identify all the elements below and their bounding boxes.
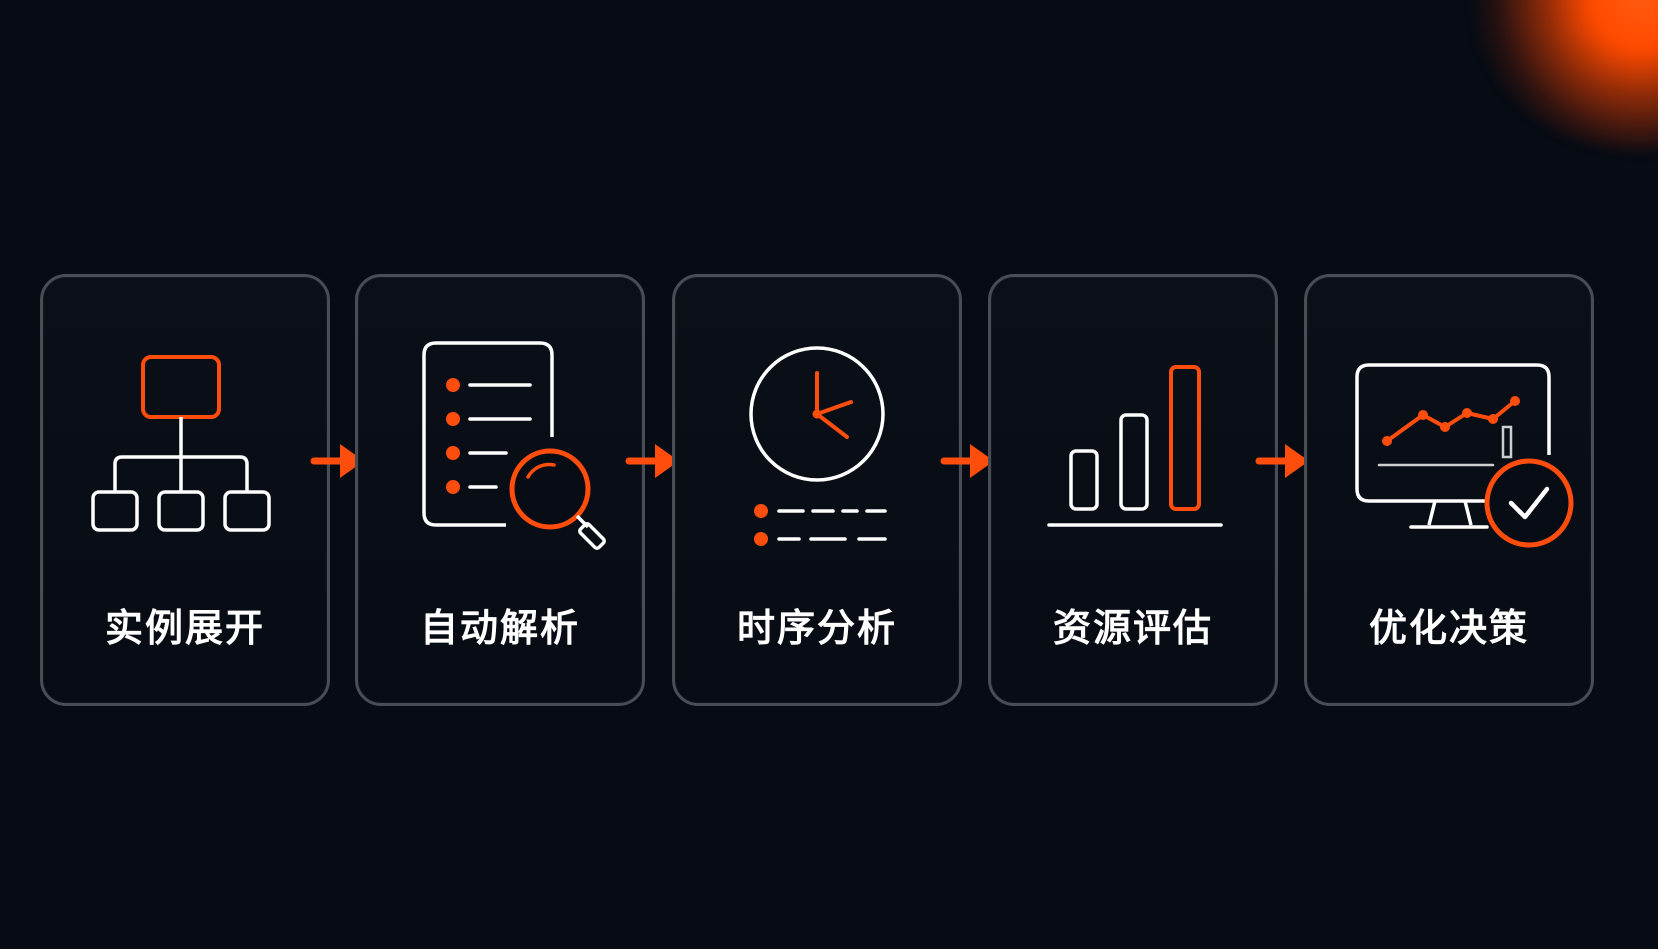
arrow-right-icon <box>940 444 994 478</box>
document-search-icon <box>358 277 648 577</box>
step-card-5: 优化决策 <box>1304 274 1594 706</box>
hierarchy-icon <box>43 277 333 577</box>
arrow-right-icon <box>310 444 364 478</box>
accent-glow <box>1470 0 1658 150</box>
step-label: 优化决策 <box>1368 606 1529 650</box>
arrow-right-icon <box>1255 444 1309 478</box>
bar-chart-icon <box>991 277 1281 577</box>
step-card-2: 自动解析 <box>355 274 645 706</box>
step-label: 资源评估 <box>1052 606 1213 650</box>
step-label: 自动解析 <box>419 606 580 650</box>
clock-timeline-icon <box>675 277 965 577</box>
step-label: 时序分析 <box>736 606 897 650</box>
step-card-1: 实例展开 <box>40 274 330 706</box>
step-card-3: 时序分析 <box>672 274 962 706</box>
monitor-check-icon <box>1307 277 1597 577</box>
arrow-right-icon <box>625 444 679 478</box>
step-label: 实例展开 <box>104 606 265 650</box>
step-card-4: 资源评估 <box>988 274 1278 706</box>
